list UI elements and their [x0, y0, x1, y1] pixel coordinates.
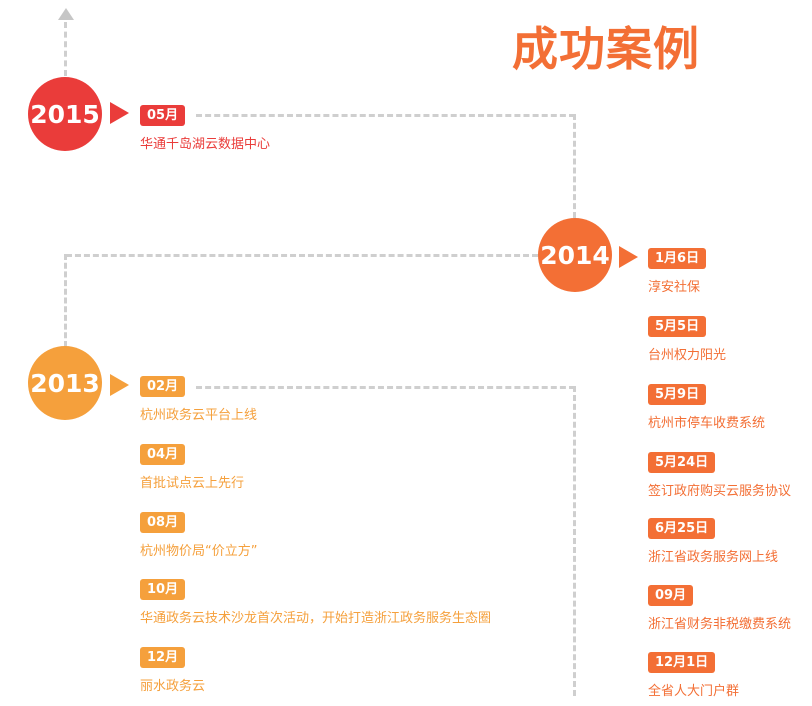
timeline-line	[66, 254, 538, 257]
timeline-line	[64, 22, 67, 76]
event-text: 首批试点云上先行	[140, 476, 245, 491]
timeline-line	[64, 254, 67, 347]
event-date-badge: 10月	[140, 579, 186, 600]
pointer-arrow-icon	[110, 374, 129, 396]
event-text: 华通千岛湖云数据中心	[140, 137, 271, 152]
event-date-badge: 05月	[140, 105, 186, 126]
year-circle-2014: 2014	[538, 218, 612, 292]
event-text: 全省人大门户群	[648, 684, 740, 699]
event-date-badge: 08月	[140, 512, 186, 533]
year-label: 2015	[30, 99, 100, 129]
event-text: 淳安社保	[648, 280, 701, 295]
event-date-badge: 04月	[140, 444, 186, 465]
timeline-line	[573, 386, 576, 696]
pointer-arrow-icon	[619, 246, 638, 268]
event-date-badge: 5月9日	[648, 384, 707, 405]
event-date-badge: 12月1日	[648, 652, 716, 673]
timeline-line	[196, 386, 575, 389]
timeline-line	[196, 114, 575, 117]
event-date-badge: 09月	[648, 585, 694, 606]
year-circle-2013: 2013	[28, 346, 102, 420]
event-text: 华通政务云技术沙龙首次活动，开始打造浙江政务服务生态圈	[140, 611, 492, 626]
up-arrow-icon	[58, 8, 74, 20]
event-date-badge: 12月	[140, 647, 186, 668]
event-text: 浙江省政务服务网上线	[648, 550, 779, 565]
event-date-badge: 02月	[140, 376, 186, 397]
event-text: 台州权力阳光	[648, 348, 727, 363]
event-text: 杭州政务云平台上线	[140, 408, 258, 423]
event-text: 浙江省财务非税缴费系统	[648, 617, 792, 632]
event-text: 丽水政务云	[140, 679, 206, 694]
event-date-badge: 1月6日	[648, 248, 707, 269]
event-date-badge: 5月24日	[648, 452, 716, 473]
event-text: 杭州市停车收费系统	[648, 416, 766, 431]
year-circle-2015: 2015	[28, 77, 102, 151]
event-date-badge: 6月25日	[648, 518, 716, 539]
year-label: 2013	[30, 368, 100, 398]
event-text: 签订政府购买云服务协议	[648, 484, 792, 499]
event-date-badge: 5月5日	[648, 316, 707, 337]
event-text: 杭州物价局“价立方”	[140, 544, 258, 559]
page-title: 成功案例	[512, 22, 700, 76]
year-label: 2014	[540, 240, 610, 270]
timeline-line	[573, 114, 576, 218]
pointer-arrow-icon	[110, 102, 129, 124]
